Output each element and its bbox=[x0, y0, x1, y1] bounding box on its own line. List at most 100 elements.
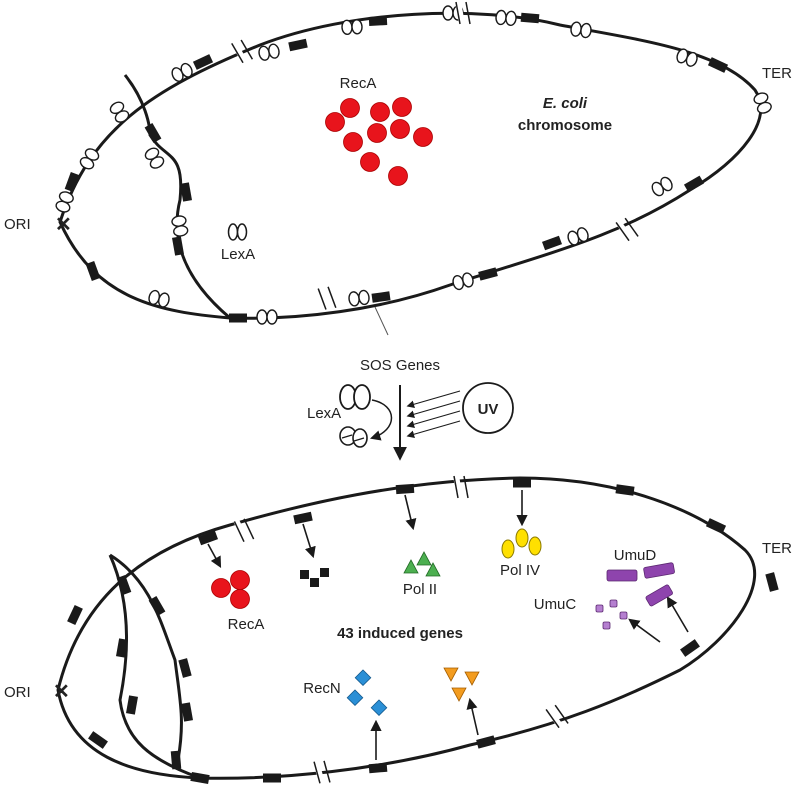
bottom-chromosome-outer-loop bbox=[56, 476, 757, 780]
chromosome-title-line1: E. coli bbox=[543, 95, 588, 112]
gene-box bbox=[368, 16, 388, 26]
lexa-bound-pair bbox=[256, 309, 278, 325]
top-ori-mark: ✕ bbox=[55, 214, 72, 236]
recn-product bbox=[346, 669, 388, 717]
bottom-reca-label: RecA bbox=[228, 616, 265, 633]
gene-box bbox=[85, 261, 101, 281]
gene-box bbox=[126, 695, 138, 715]
top-ori-label: ORI bbox=[4, 216, 31, 233]
gene-box bbox=[198, 530, 218, 546]
pol-iv-label: Pol IV bbox=[500, 562, 540, 579]
reca-protein bbox=[340, 98, 360, 118]
gene-box bbox=[172, 236, 184, 256]
chromosome-break bbox=[453, 475, 469, 499]
middle-lexa-label: LexA bbox=[307, 405, 341, 422]
lexa-bound-pair bbox=[452, 272, 474, 291]
gene-box bbox=[765, 572, 779, 592]
induction-arrows bbox=[207, 490, 689, 760]
lexa-bound-pair bbox=[341, 19, 363, 36]
umuc-label: UmuC bbox=[534, 596, 577, 613]
top-reca-cluster bbox=[325, 97, 433, 186]
lexa-bound-pair bbox=[55, 191, 74, 213]
uv-label: UV bbox=[478, 401, 499, 418]
lexa-bound-pair bbox=[171, 215, 189, 237]
pol-ii-label: Pol II bbox=[403, 581, 437, 598]
gene-box bbox=[368, 762, 388, 774]
pol-ii-product bbox=[403, 551, 441, 577]
top-chromosome-inner-fork bbox=[123, 74, 231, 320]
gene-box bbox=[293, 511, 313, 525]
gene-box bbox=[67, 604, 83, 626]
lexa-bound-pair bbox=[171, 62, 193, 82]
reca-protein bbox=[370, 102, 390, 122]
lexa-dimer-icon bbox=[339, 384, 371, 410]
gene-box bbox=[478, 267, 498, 281]
lexa-bound-pair bbox=[148, 289, 170, 308]
chromosome-break bbox=[615, 217, 639, 242]
lexa-bound-pair bbox=[753, 92, 772, 114]
lexa-bound-pair bbox=[570, 21, 592, 39]
chromosome-break bbox=[233, 518, 255, 543]
recn-label: RecN bbox=[303, 680, 341, 697]
gene-box bbox=[705, 518, 727, 534]
chromosome-title-line2: chromosome bbox=[518, 117, 612, 134]
cleaved-lexa-icon bbox=[339, 426, 368, 448]
black-square-product bbox=[300, 568, 329, 587]
top-chromosome bbox=[58, 11, 763, 320]
lexa-bound-pair bbox=[348, 289, 370, 307]
bottom-reca-cluster bbox=[211, 570, 250, 609]
reca-protein bbox=[367, 123, 387, 143]
gene-box bbox=[513, 478, 531, 488]
lexa-cleavage-arrow bbox=[369, 399, 393, 441]
reca-protein bbox=[390, 119, 410, 139]
lexa-bound-pair bbox=[495, 9, 517, 27]
gene-box bbox=[542, 235, 562, 251]
sos-callout-line bbox=[374, 306, 389, 336]
gene-box bbox=[263, 773, 281, 783]
gene-box bbox=[371, 291, 391, 303]
orange-triangle-product bbox=[443, 667, 480, 702]
uv-arrows bbox=[406, 390, 461, 438]
gene-box bbox=[395, 483, 415, 495]
gene-box bbox=[288, 38, 308, 52]
lexa-bound-pair bbox=[144, 147, 165, 169]
chromosome-break bbox=[455, 1, 471, 25]
gene-box bbox=[190, 772, 210, 784]
gene-box bbox=[680, 639, 700, 657]
sos-genes-label: SOS Genes bbox=[360, 357, 440, 374]
chromosome-break bbox=[231, 39, 254, 64]
lexa-bound-pair bbox=[109, 101, 130, 123]
chromosome-break bbox=[313, 760, 331, 784]
umud-product bbox=[606, 562, 675, 607]
reca-protein bbox=[392, 97, 412, 117]
top-reca-label: RecA bbox=[340, 75, 377, 92]
gene-box bbox=[192, 54, 214, 70]
gene-box bbox=[520, 12, 540, 24]
bottom-ori-label: ORI bbox=[4, 684, 31, 701]
lexa-bound-pair bbox=[651, 176, 673, 197]
induced-genes-label: 43 induced genes bbox=[337, 625, 463, 642]
gene-box bbox=[116, 638, 128, 658]
lexa-bound-pair bbox=[258, 43, 280, 61]
gene-box bbox=[707, 57, 729, 73]
gene-box bbox=[178, 658, 192, 678]
gene-box bbox=[181, 702, 193, 722]
top-lexa-label: LexA bbox=[221, 246, 255, 263]
pol-iv-product bbox=[501, 528, 542, 559]
gene-box bbox=[88, 731, 108, 749]
top-lexa-legend-icon bbox=[227, 223, 248, 241]
reca-protein bbox=[325, 112, 345, 132]
reca-protein bbox=[343, 132, 363, 152]
lexa-bound-pair bbox=[567, 227, 589, 246]
bottom-chromosome-features: ✕ bbox=[53, 475, 779, 784]
bottom-ter-label: TER bbox=[762, 540, 792, 557]
top-ter-label: TER bbox=[762, 65, 792, 82]
uv-source-icon bbox=[462, 382, 514, 434]
top-chromosome-features: ✕ bbox=[55, 1, 772, 325]
umuc-product bbox=[595, 599, 628, 630]
reca-protein bbox=[360, 152, 380, 172]
lexa-bound-pair bbox=[676, 48, 698, 67]
bottom-chromosome bbox=[56, 476, 757, 780]
